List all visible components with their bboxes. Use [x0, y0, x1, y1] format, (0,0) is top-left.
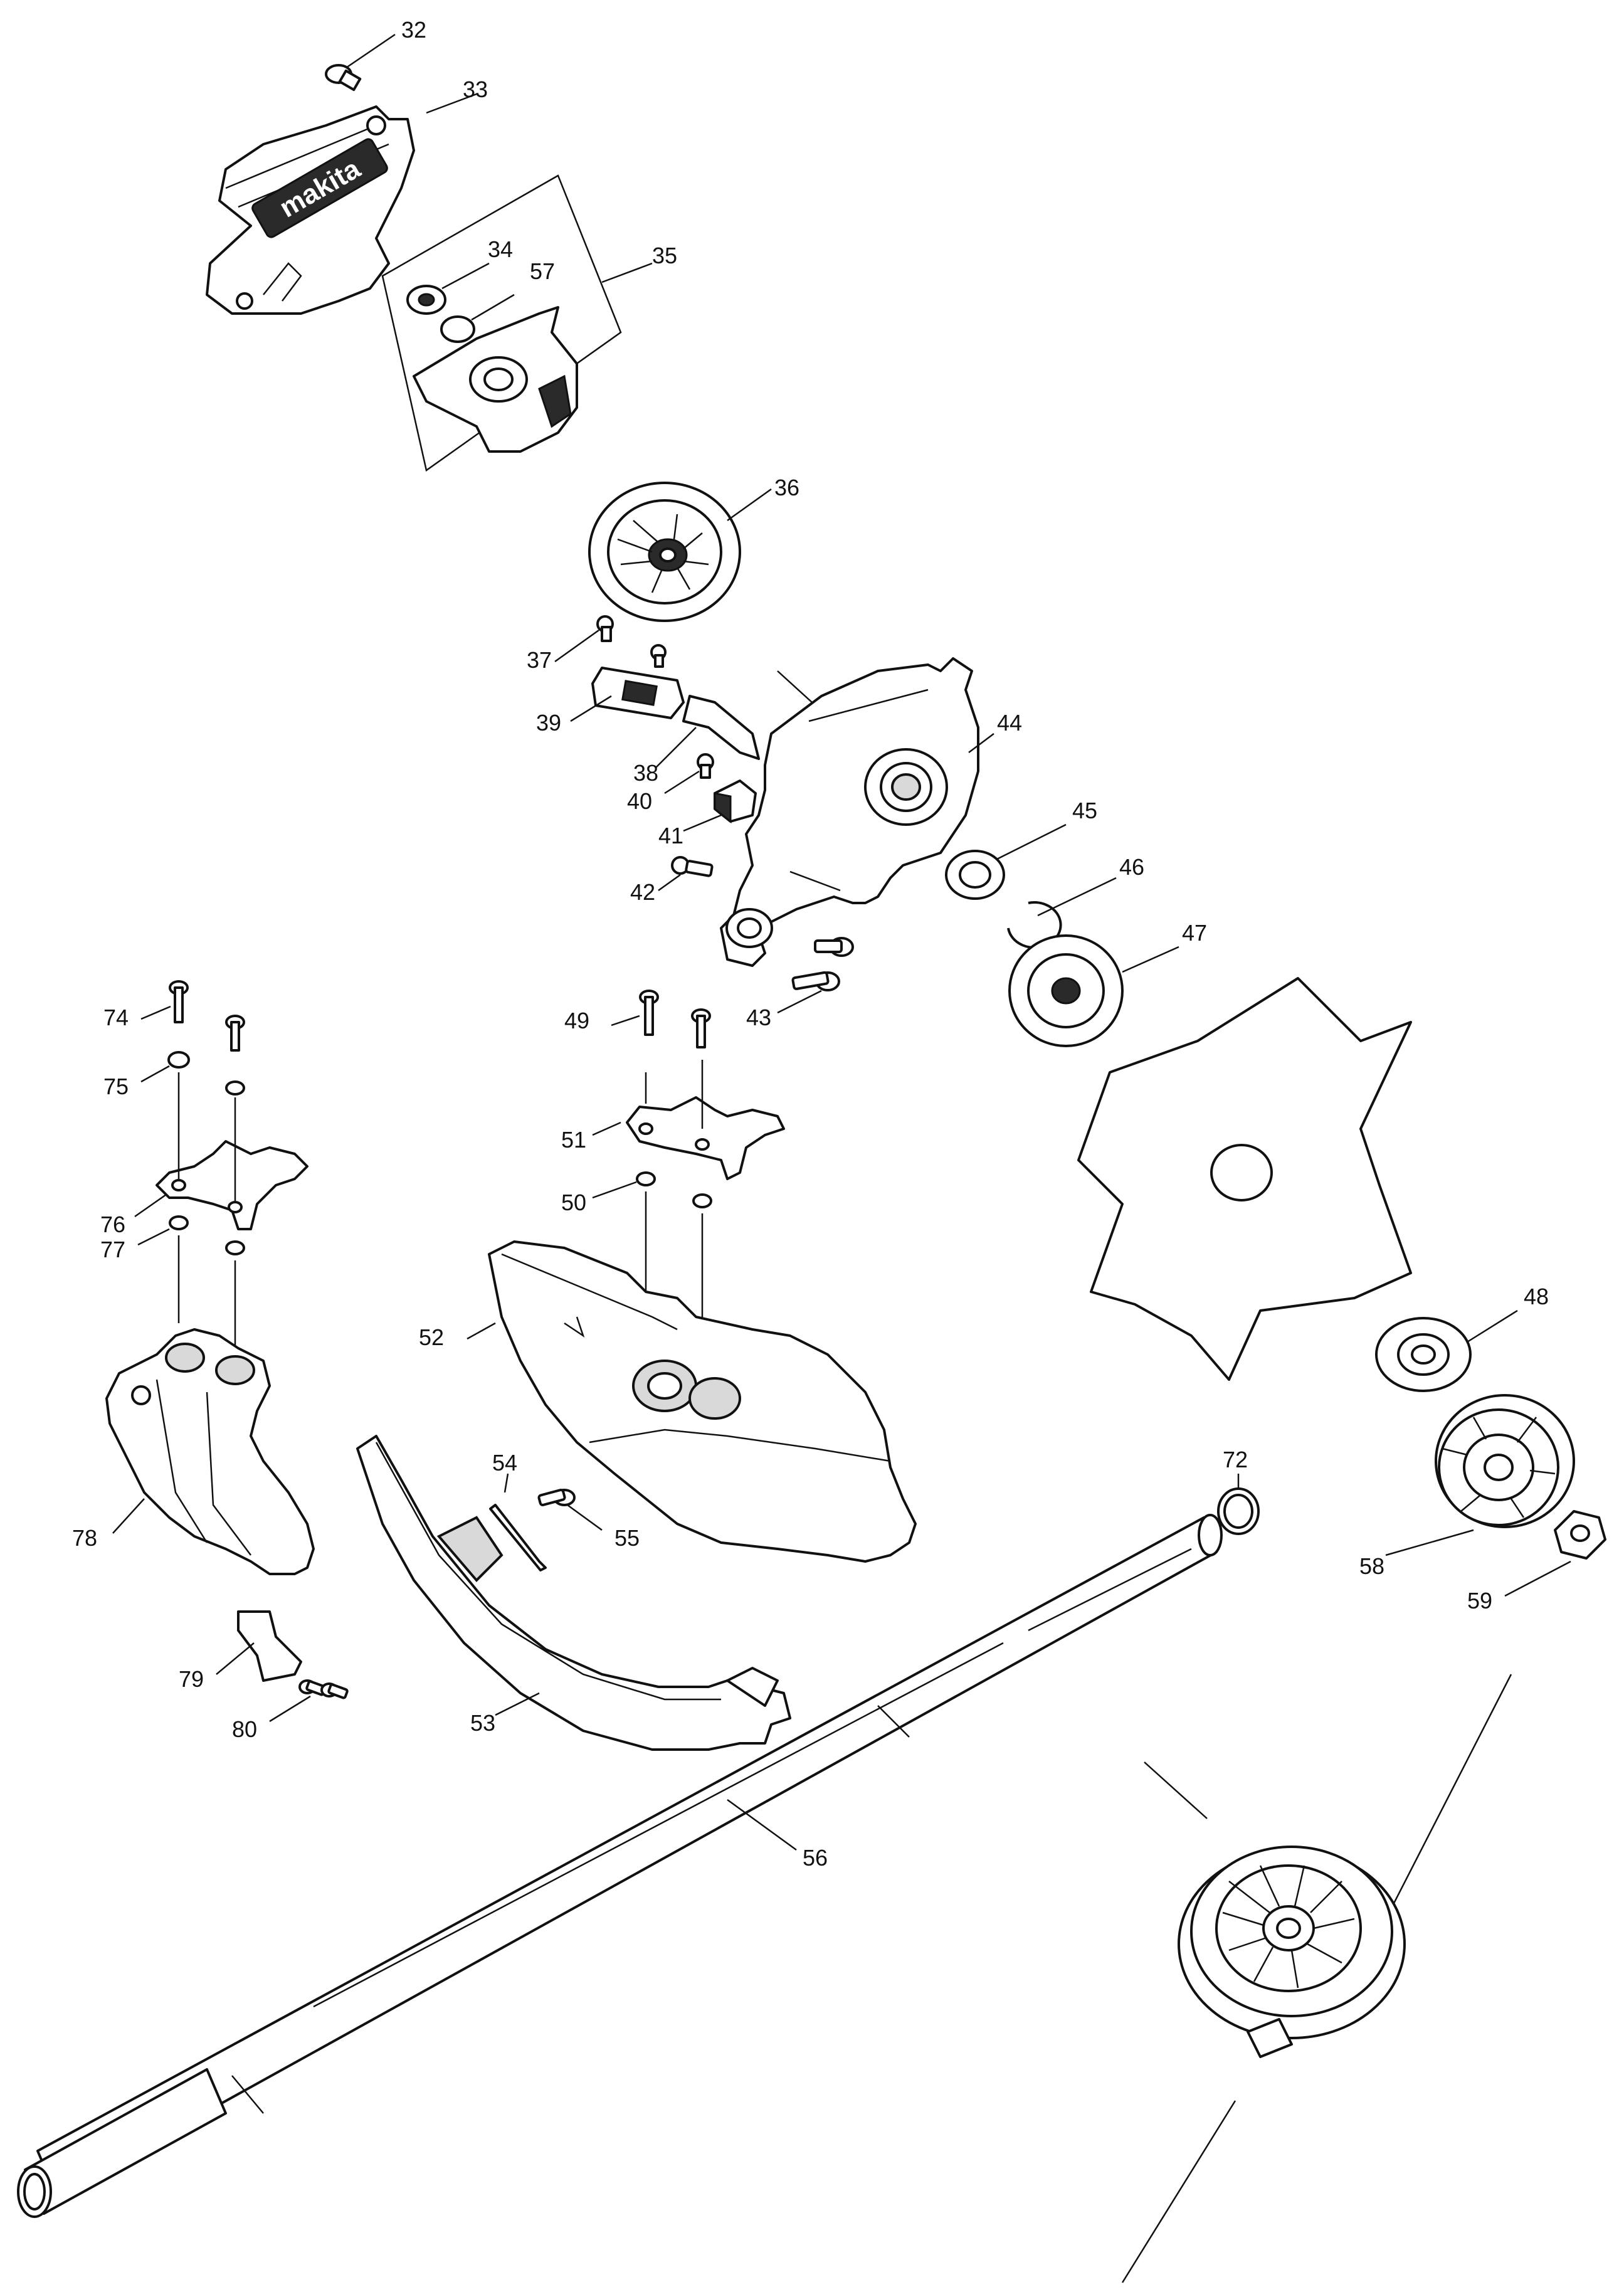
- callout-40: 40: [627, 788, 652, 814]
- callout-58: 58: [1359, 1553, 1384, 1579]
- callout-52: 52: [419, 1324, 444, 1350]
- callout-36: 36: [774, 475, 799, 500]
- callout-38: 38: [633, 760, 658, 786]
- part-76-bracket: [134, 1072, 308, 1230]
- callout-80: 80: [232, 1716, 257, 1742]
- part-52-guard: [467, 1240, 917, 1563]
- callout-59: 59: [1467, 1588, 1492, 1613]
- callout-43: 43: [746, 1005, 771, 1030]
- part-49-bolts: [611, 990, 711, 1048]
- callout-76: 76: [100, 1212, 125, 1237]
- part-36-motor-fan: [588, 482, 772, 622]
- callout-48: 48: [1524, 1284, 1549, 1309]
- part-39-label-plate: [570, 667, 685, 722]
- callout-33: 33: [463, 77, 488, 102]
- part-58-cup: [1385, 1394, 1575, 1556]
- callout-75: 75: [103, 1074, 129, 1099]
- callout-49: 49: [564, 1008, 589, 1033]
- part-50-nuts: [592, 1171, 712, 1336]
- part-35-assembly-bracket: [381, 174, 653, 472]
- callout-53: 53: [470, 1710, 495, 1736]
- callout-37: 37: [527, 647, 552, 673]
- part-59-nut: [1504, 1510, 1606, 1597]
- part-37-screws: [554, 615, 667, 668]
- four-tooth-blade: [1077, 977, 1412, 1381]
- callout-78: 78: [72, 1525, 97, 1551]
- callout-51: 51: [561, 1127, 586, 1153]
- part-48-washer: [1375, 1309, 1518, 1392]
- callout-labels: 32 33 34 35 57 36 37 39 38 40 41 42 44 4…: [72, 17, 1549, 1871]
- trimmer-head: [1121, 1674, 1512, 2283]
- part-43-screws: [777, 937, 854, 1014]
- part-72-ring: [1217, 1474, 1260, 1535]
- part-56-shaft-tube: [17, 1514, 1223, 2218]
- callout-35: 35: [652, 243, 677, 268]
- part-77-nuts: [137, 1215, 245, 1355]
- part-32-screw: [325, 33, 396, 92]
- part-80-screws: [269, 1679, 349, 1723]
- callout-44: 44: [997, 710, 1022, 736]
- part-75-washers: [140, 1051, 245, 1096]
- part-45-bearing: [945, 823, 1067, 900]
- callout-41: 41: [658, 823, 683, 848]
- part-55-screw: [537, 1488, 603, 1531]
- part-78-guard-piece: [105, 1328, 315, 1575]
- part-47-flange: [1008, 934, 1179, 1047]
- part-74-bolts: [140, 980, 245, 1052]
- callout-79: 79: [179, 1666, 204, 1692]
- part-57-o-ring: [440, 293, 515, 343]
- part-38-clip: [655, 695, 760, 769]
- part-35-gear-plate: [413, 306, 578, 453]
- callout-54: 54: [492, 1450, 517, 1476]
- callout-47: 47: [1182, 920, 1207, 946]
- part-42-screw: [658, 856, 714, 892]
- part-40-screw: [664, 753, 714, 795]
- part-44-gear-housing: [720, 657, 994, 967]
- callout-55: 55: [614, 1525, 640, 1551]
- part-53-guard-extension: [356, 1435, 791, 1751]
- callout-32: 32: [401, 17, 426, 43]
- callout-74: 74: [103, 1005, 129, 1030]
- part-34-bearing: [406, 262, 490, 315]
- callout-46: 46: [1119, 854, 1144, 880]
- callout-57: 57: [530, 258, 555, 284]
- part-54-pin: [489, 1473, 547, 1571]
- callout-39: 39: [536, 710, 561, 736]
- callout-50: 50: [561, 1190, 586, 1215]
- part-33-top-cover: makita: [206, 93, 477, 315]
- callout-42: 42: [630, 879, 655, 905]
- part-79-bracket-plate: [216, 1610, 302, 1682]
- part-51-bracket: [592, 1060, 785, 1180]
- callout-56: 56: [803, 1845, 828, 1871]
- callout-45: 45: [1072, 798, 1097, 823]
- part-41-switch-block: [683, 779, 757, 832]
- callout-72: 72: [1223, 1447, 1248, 1472]
- callout-77: 77: [100, 1237, 125, 1262]
- callout-34: 34: [488, 236, 513, 262]
